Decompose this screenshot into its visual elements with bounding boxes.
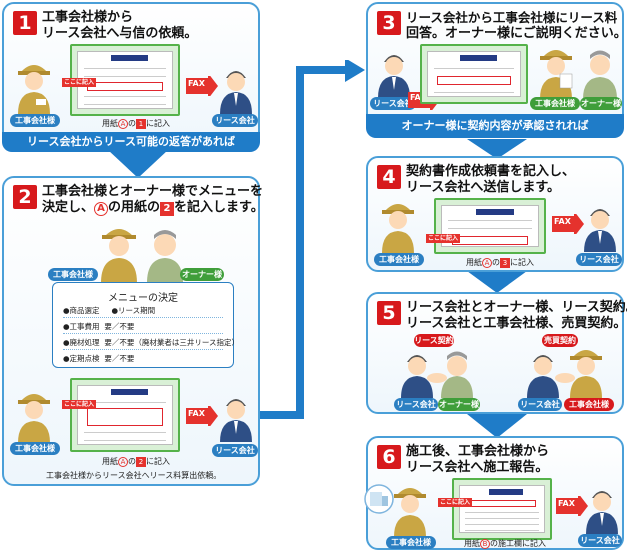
step-2-title-line1: 工事会社様とオーナー様でメニューを [42,184,264,199]
owner-tag: オーナー様 [580,97,622,110]
fax-label: FAX [188,409,205,418]
write-here-tag: ここに記入 [62,400,97,409]
write-here-tag: ここに記入 [426,234,461,243]
step-number-2: 2 [13,185,37,209]
lease-company-tag: リース会社 [518,398,562,411]
contractor-tag: 工事会社様 [530,97,580,110]
sales-contract-tag: 売買契約 [542,334,578,347]
menu-row: ●廃材処理 要／不要（廃材業者は三井リース指定） [63,338,239,347]
contractor-person-icon [570,350,602,398]
fax-label: FAX [554,217,571,226]
step-5-panel: 5 リース会社とオーナー様、リース契約。 リース会社と工事会社様、売買契約。 リ… [366,292,627,414]
step-6-title-line1: 施工後、工事会社様から [406,444,550,459]
contractor-person-icon [540,50,573,99]
lease-company-person-icon [220,399,252,442]
menu-row: ●商品選定 ●リース期間 [63,306,156,315]
lease-company-person-icon [586,491,618,534]
fax-arrow-icon: FAX [552,211,584,237]
step-1-title-line2: リース会社へ与信の依頼。 [42,26,198,41]
contractor-person-icon [101,229,137,283]
owner-person-icon [441,351,473,398]
arrow-5-to-6 [467,414,527,438]
step-5-title-line2: リース会社と工事会社様、売買契約。 [406,316,627,331]
step-number-1: 1 [13,11,37,35]
form-a-document [70,44,180,116]
fax-arrow-icon: FAX [556,493,588,519]
step-6-title-line2: リース会社へ施工報告。 [406,460,549,475]
step-number-4: 4 [377,165,401,189]
fax-label: FAX [410,93,427,102]
arrow-3-to-4 [467,139,527,159]
step-4-title-line1: 契約書作成依頼書を記入し、 [406,164,576,179]
menu-row: ●工事費用 要／不要 [63,322,135,331]
step-6-panel: 6 施工後、工事会社様から リース会社へ施工報告。 工事会社様 ここに記入 FA… [364,436,624,550]
write-here-tag: ここに記入 [62,78,97,87]
fax-arrow-icon: FAX [186,73,218,99]
owner-tag: オーナー様 [438,398,480,411]
fax-label: FAX [558,499,575,508]
lease-company-tag: リース会社 [212,444,258,457]
owner-tag: オーナー様 [180,268,224,281]
handshake-icon [427,373,447,383]
lease-company-person-icon [220,71,252,114]
step-1-condition-band: リース会社からリース可能の返答があれば [2,132,260,152]
arrow-4-to-5 [467,271,527,293]
lease-company-tag: リース会社 [212,114,258,127]
lease-company-tag: リース会社 [394,398,438,411]
form-b-document [452,478,552,540]
step-3-title-line1: リース会社から工事会社様にリース料 [406,10,618,25]
lease-company-tag: リース会社 [578,534,622,547]
write-here-tag: ここに記入 [438,498,473,507]
menu-decision-box: メニューの決定 ●商品選定 ●リース期間 ●工事費用 要／不要 ●廃材処理 要／… [52,282,239,368]
lease-company-tag: リース会社 [576,253,622,266]
form-a-document [70,378,180,452]
lease-company-tag: リース会社 [370,97,416,110]
step-3-panel: 3 リース会社から工事会社様にリース料 回答。オーナー様にご説明ください。 リー… [366,2,627,138]
lease-company-person-icon [401,355,433,398]
step-4-title-line2: リース会社へ送信します。 [406,180,561,195]
handshake-icon [555,373,575,383]
contractor-person-icon [394,488,426,537]
owner-person-icon [147,230,183,283]
connector-arrow-2-to-3 [260,60,365,419]
step-number-5: 5 [377,301,401,325]
step-3-title-line2: 回答。オーナー様にご説明ください。 [406,26,627,41]
step-1-panel: 1 工事会社様から リース会社へ与信の依頼。 工事会社様 ここに記入 FAX リ… [2,2,260,152]
fax-label: FAX [188,79,205,88]
lease-company-person-icon [378,55,410,98]
contractor-person-icon [18,65,50,114]
form-a-document [420,44,528,104]
contractor-tag: 工事会社様 [564,398,614,411]
step-3-condition-band: オーナー様に契約内容が承認されれば [366,114,624,138]
step-number-6: 6 [377,445,401,469]
form-a-document [434,198,546,254]
lease-company-person-icon [527,355,559,398]
arrow-1-to-2 [108,150,168,178]
step-1-title-line1: 工事会社様から [42,10,134,25]
lease-contract-tag: リース契約 [414,334,454,347]
lease-company-person-icon [584,209,616,252]
step-5-title-line1: リース会社とオーナー様、リース契約。 [406,300,627,315]
contractor-tag: 工事会社様 [10,442,60,455]
bathroom-photo-icon [364,484,394,514]
fax-arrow-icon: FAX [186,403,218,429]
contractor-tag: 工事会社様 [10,114,60,127]
contractor-person-icon [382,204,414,253]
contractor-tag: 工事会社様 [48,268,98,281]
menu-title: メニューの決定 [108,293,178,304]
contractor-tag: 工事会社様 [374,253,424,266]
step-4-panel: 4 契約書作成依頼書を記入し、 リース会社へ送信します。 工事会社様 ここに記入… [366,156,624,272]
owner-person-icon [583,50,617,99]
contractor-tag: 工事会社様 [386,536,436,549]
step-2-note: 工事会社様からリース会社へリース料算出依頼。 [46,471,222,480]
contractor-person-icon [18,394,50,443]
menu-row: ●定期点検 要／不要 [63,354,135,363]
step-number-3: 3 [377,11,401,35]
